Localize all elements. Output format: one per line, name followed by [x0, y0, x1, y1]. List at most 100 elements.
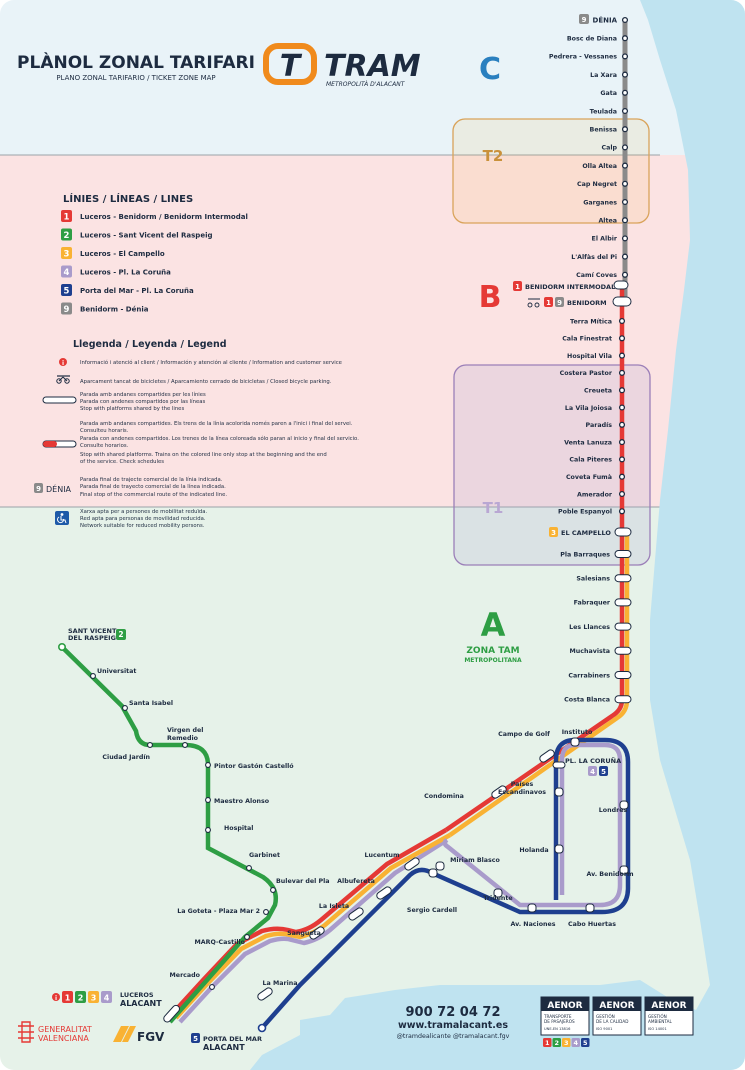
station-stop — [614, 550, 632, 558]
zone-c-letter: C — [479, 52, 501, 87]
cert-line-badge-1 — [543, 1038, 552, 1047]
legend-reduced-2: Red apta para personas de movilidad redu… — [80, 516, 206, 522]
info-icon-glyph: i — [62, 360, 64, 367]
line-legend-badge-num: 1 — [64, 213, 70, 223]
station-stop — [618, 369, 626, 376]
station-stop — [621, 217, 629, 224]
aenor-cert-title: AENOR — [651, 1001, 686, 1011]
benidorm-intermodal-badge-num: 1 — [515, 283, 520, 291]
line-legend-label: Benidorm - Dénia — [80, 306, 149, 314]
station-stop — [554, 787, 564, 797]
station-stop — [309, 926, 325, 940]
station-label: Fabraquer — [574, 600, 611, 607]
legend-final-3: Final stop of the commercial route of th… — [80, 492, 227, 498]
line-legend-badge-3 — [61, 247, 72, 259]
legend-reduced-3: Network suitable for reduced mobility pe… — [80, 523, 205, 529]
luceros-badge-4 — [101, 991, 112, 1003]
coruna-badge-4-num: 4 — [590, 768, 595, 776]
luceros-badge-num: 3 — [91, 994, 97, 1003]
station-label: Tridente — [483, 895, 512, 902]
station-label: Sergio Cardell — [407, 907, 457, 914]
station-label: Amerador — [577, 491, 613, 498]
luceros-badge-1 — [62, 991, 73, 1003]
station-stop — [614, 646, 632, 655]
fgv-logo: FGV — [113, 1026, 165, 1044]
cert-line-badge-5 — [581, 1038, 590, 1047]
zone-c-area — [0, 0, 745, 155]
station-stop — [621, 253, 629, 260]
station-label: Albufereta — [337, 878, 375, 885]
station-stop — [614, 671, 632, 679]
zone-a-title: ZONA TAM — [466, 646, 519, 656]
line-1-track-trunk — [170, 828, 448, 1016]
station-label: Coveta Fumà — [566, 473, 612, 481]
station-label: Virgen del — [167, 727, 203, 734]
station-stop — [205, 827, 211, 833]
line-legend-badge-num: 4 — [64, 268, 70, 278]
station-label: Remedio — [167, 735, 199, 742]
station-stop — [614, 622, 632, 631]
coruna-badge-5-num: 5 — [601, 768, 606, 776]
station-label: Garganes — [583, 199, 617, 206]
benidorm-intermodal-stop — [613, 280, 629, 290]
luceros-label-1: LUCEROS — [120, 991, 154, 999]
tram-logo-mark — [263, 43, 317, 85]
benidorm-label: BENIDORM — [567, 299, 607, 307]
sant-vicent-badge — [116, 629, 126, 640]
station-stop — [491, 785, 507, 799]
contact-web[interactable]: www.tramalacant.es — [398, 1020, 508, 1031]
zone-a-subtitle: METROPOLITANA — [464, 657, 522, 664]
generalitat-text-2: VALENCIANA — [38, 1034, 89, 1043]
campello-badge — [549, 527, 558, 537]
station-stop — [147, 742, 153, 748]
final-stop-badge-num: 9 — [36, 485, 41, 493]
station-label: Bosc de Diana — [567, 36, 617, 43]
station-label: Altea — [598, 218, 617, 225]
station-stop — [614, 574, 632, 583]
coruna-stop — [552, 761, 566, 769]
station-stop — [205, 762, 211, 768]
legend-partial-1: Parada amb andanes compartides. Els tren… — [80, 420, 353, 427]
station-stop — [621, 235, 629, 242]
generalitat-logo: GENERALITAT VALENCIANA — [18, 1021, 92, 1043]
station-label: Olla Altea — [582, 163, 617, 170]
station-label: Muchavista — [570, 648, 610, 655]
station-label: Costera Pastor — [560, 370, 613, 377]
line-legend-badge-num: 9 — [64, 305, 70, 315]
porta-del-mar-label-2: ALACANT — [203, 1043, 245, 1052]
station-stop — [205, 797, 211, 803]
zone-b-letter: B — [479, 280, 502, 315]
luceros-badge-num: 2 — [78, 994, 84, 1003]
station-label: Gata — [600, 90, 617, 97]
station-label: Cap Negret — [577, 181, 617, 188]
station-stop — [614, 598, 632, 607]
station-stop — [621, 89, 629, 96]
wheelchair-icon-body — [57, 516, 67, 524]
benidorm-intermodal-label: BENIDORM INTERMODAL — [525, 283, 615, 291]
fgv-text: FGV — [137, 1030, 165, 1044]
sant-vicent-stop — [57, 642, 66, 651]
line-legend-label: Porta del Mar - Pl. La Coruña — [80, 287, 194, 295]
aenor-cert-line: DE PASAJEROS — [544, 1019, 575, 1024]
station-label: Sangueta — [287, 930, 321, 937]
station-stop — [376, 886, 392, 900]
fgv-mark — [113, 1026, 136, 1042]
line-legend-badge-9 — [61, 302, 72, 315]
station-label: Garbinet — [249, 852, 280, 859]
station-stop — [428, 868, 438, 878]
zone-t2-box — [452, 118, 650, 224]
symbol-legend: Llegenda / Leyenda / Legend i Informació… — [34, 339, 359, 529]
station-label: Ciudad Jardín — [102, 753, 150, 761]
station-label: La Vila Joiosa — [565, 405, 612, 412]
sant-vicent-label-2: DEL RASPEIG — [68, 634, 116, 642]
tram-logo: T TRAM METROPOLITÀ D'ALACANT — [263, 43, 421, 88]
generalitat-text-1: GENERALITAT — [38, 1025, 92, 1034]
campello-stop — [614, 527, 632, 537]
station-label: Terra Mítica — [570, 317, 612, 325]
station-stop — [404, 857, 420, 871]
line-4-track-trunk — [178, 838, 449, 1024]
station-label: Mercado — [170, 972, 201, 979]
aenor-cert-header — [593, 997, 641, 1011]
station-label: Venta Lanuza — [564, 439, 612, 446]
station-stop — [618, 456, 626, 463]
